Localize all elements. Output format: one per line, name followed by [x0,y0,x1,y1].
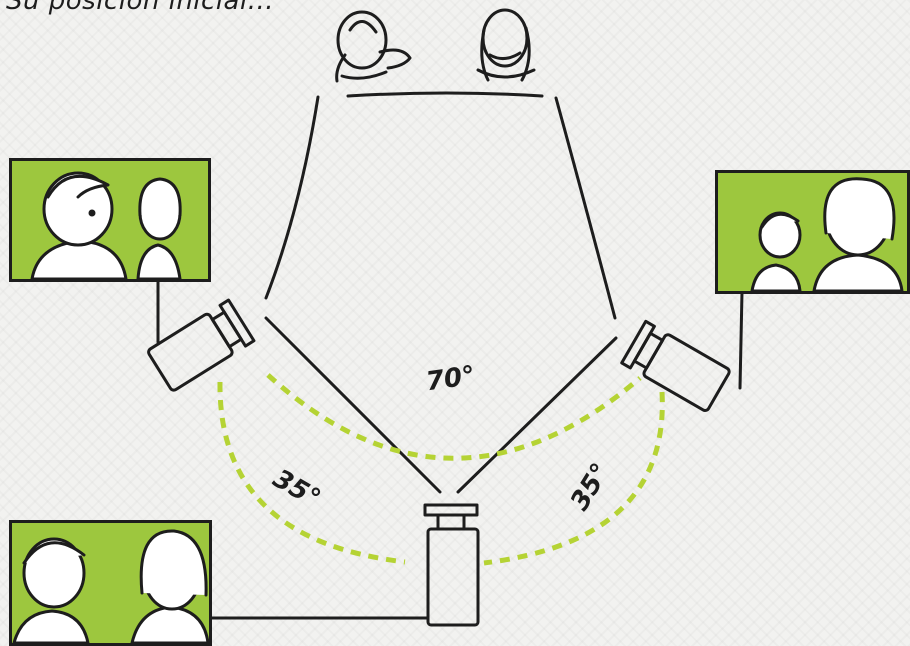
girl-figure-icon [812,253,904,291]
camera-icon [423,503,480,627]
angle-arc-center [266,373,642,461]
bottom-camera [210,503,480,627]
camera-icon [620,319,731,412]
right-camera-link [738,290,744,390]
shot-illustration [12,529,209,643]
camera-icon [147,298,256,392]
caption-text: Su posición inicial... [6,0,274,16]
boy-figure-icon [335,10,412,83]
boy-figure-icon [750,263,802,291]
angle-arc-right [483,391,665,566]
angle-arc-left [217,381,406,565]
top-characters [335,8,544,98]
girl-figure-icon [130,605,209,643]
shot-illustration [750,177,904,291]
girl-figure-icon [476,8,536,82]
sightline-right [554,96,617,320]
boy-figure-icon [12,609,90,643]
shot-illustration [30,171,182,279]
sightline-right-diagonal [456,336,618,494]
shot-frame-bottom [9,520,212,646]
sightline-left [264,95,320,300]
boy-figure-icon [30,239,128,279]
left-camera [147,280,256,392]
shot-frame-right [715,170,910,294]
shot-frame-left [9,158,211,282]
girl-figure-icon [136,243,182,279]
sightline-left-diagonal [264,316,442,494]
right-camera [620,290,744,412]
